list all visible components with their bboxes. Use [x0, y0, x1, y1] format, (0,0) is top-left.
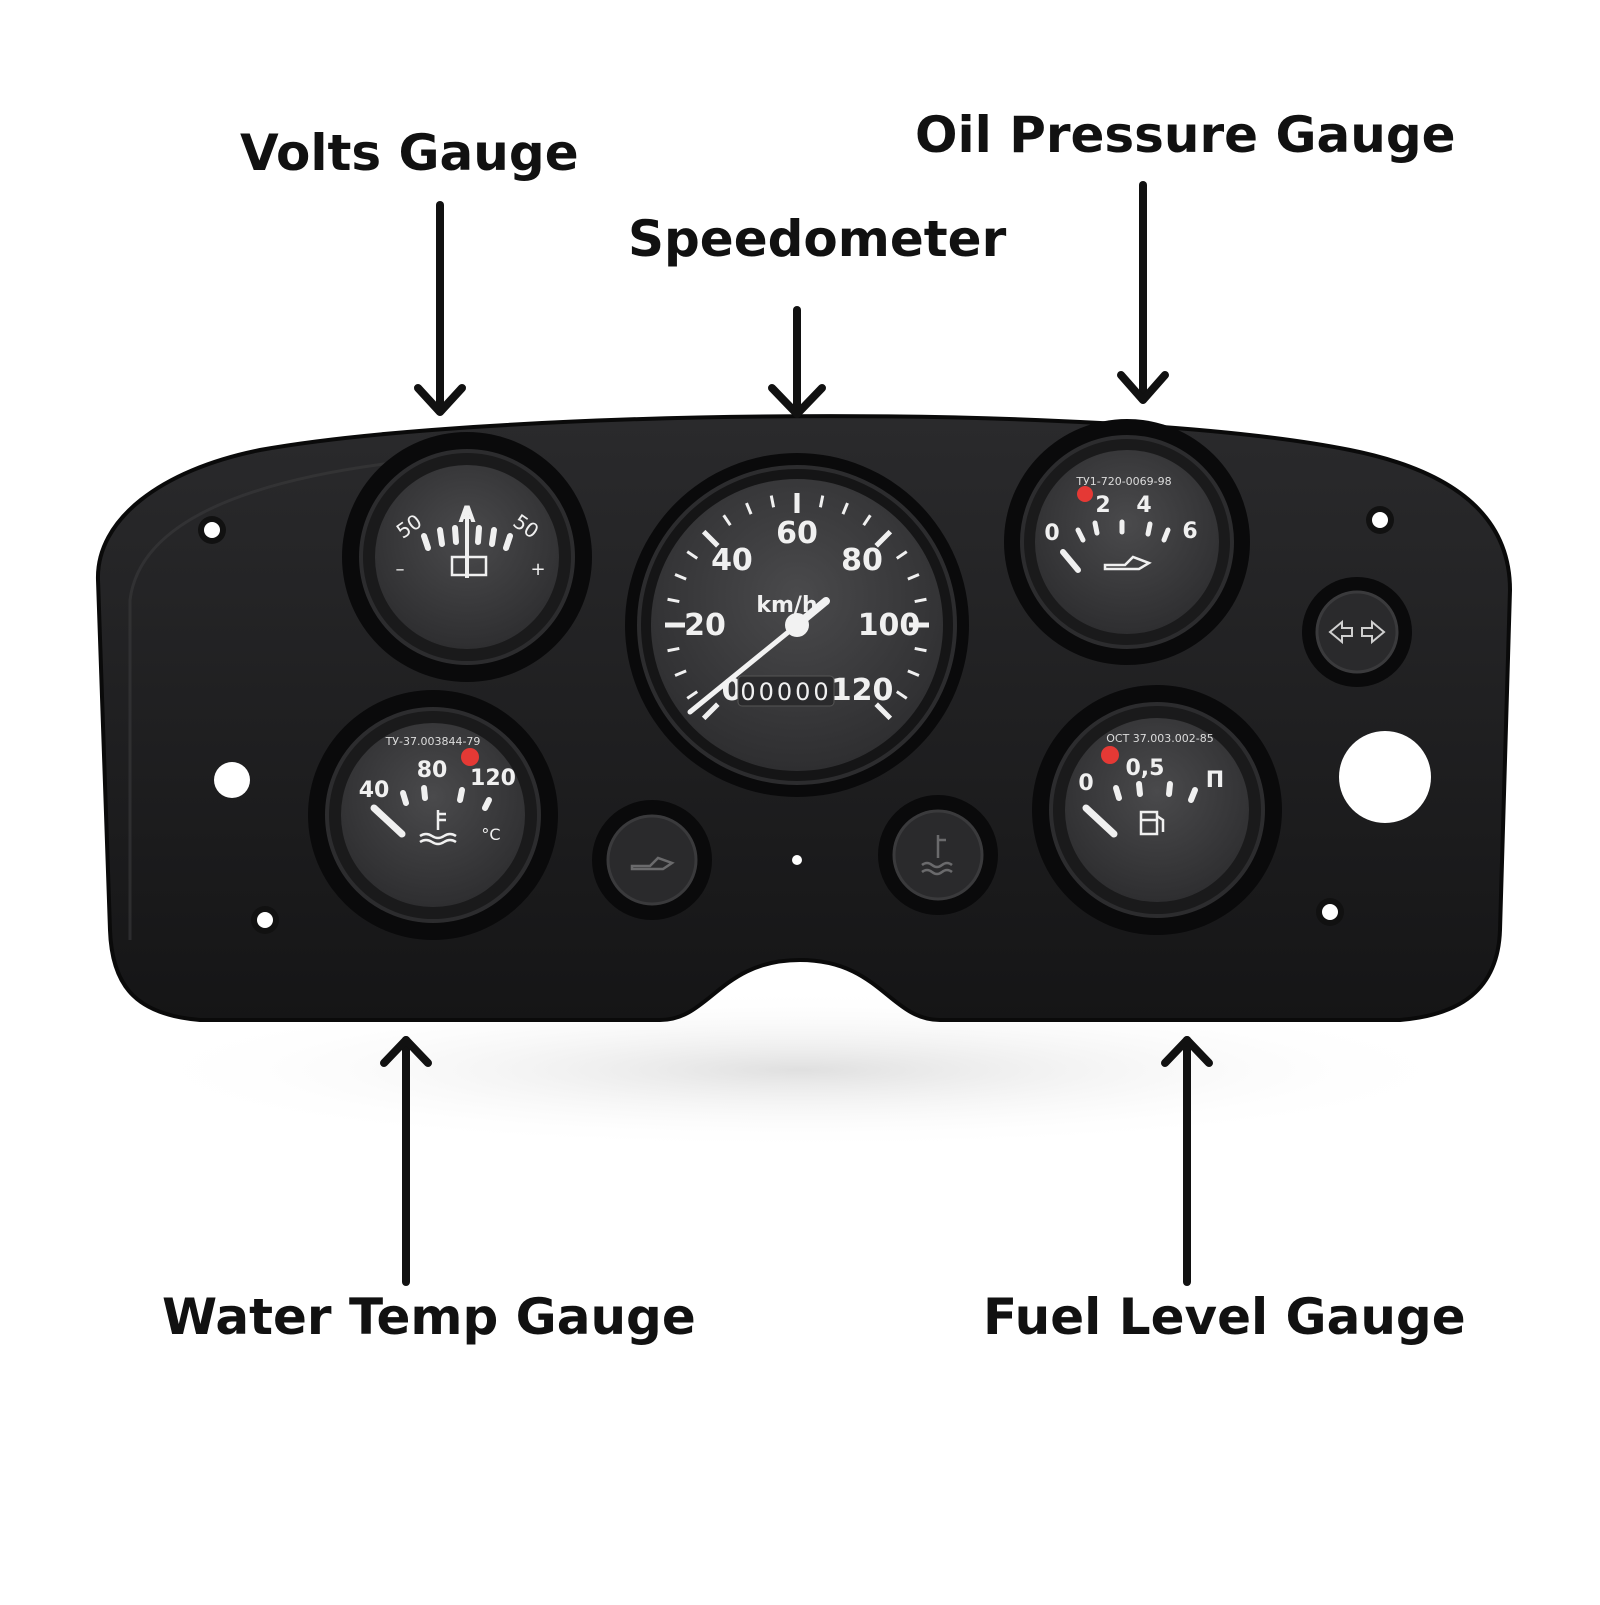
speedometer-label: 120 — [831, 673, 894, 708]
oil-needle — [1060, 549, 1081, 573]
speedometer-label: 40 — [711, 543, 753, 578]
speedometer-tick — [895, 550, 908, 560]
speedometer-tick — [722, 514, 732, 527]
callout-arrows — [380, 181, 1213, 1286]
label-fuel-level-gauge: Fuel Level Gauge — [983, 1288, 1466, 1346]
oil-tick-4: 4 — [1136, 493, 1151, 518]
speedometer-tick — [914, 597, 927, 604]
odometer: 00000 — [740, 678, 831, 706]
oil-warning-dot — [1077, 486, 1093, 502]
oil-serial: ТУ1-720-0069-98 — [1075, 475, 1171, 488]
speedometer-tick — [874, 702, 893, 721]
speedometer-label: 20 — [684, 608, 726, 643]
speedometer-label: 100 — [858, 608, 921, 643]
speedometer-tick — [862, 514, 872, 527]
speedometer-tick — [874, 529, 893, 548]
temp-warning-lamp — [878, 795, 998, 915]
oil-tick-6: 6 — [1182, 519, 1197, 544]
speedometer-label: 60 — [776, 516, 818, 551]
speedometer-tick — [841, 502, 849, 515]
speedometer-tick — [818, 495, 825, 508]
fuel-warning-dot — [1101, 746, 1119, 764]
oil-can-icon — [1103, 555, 1152, 571]
ammeter-minus: – — [396, 559, 405, 580]
oil-pressure-gauge: ТУ1-720-0069-98 0 2 4 6 — [1004, 419, 1250, 665]
speedometer-tick — [686, 550, 699, 560]
ammeter-plus: + — [530, 559, 545, 580]
mounting-holes — [198, 506, 1431, 934]
water-temp-gauge: ТУ-37.003844-79 40 80 120 °C — [308, 690, 558, 940]
fuel-level-gauge: ОСТ 37.003.002-85 0 0,5 П — [1032, 685, 1282, 935]
oil-lamp-icon — [630, 856, 675, 871]
speedometer-ticks — [665, 493, 929, 721]
speedometer-tick — [895, 690, 908, 700]
reflection — [120, 990, 1480, 1150]
temp-lamp-icon — [921, 835, 953, 876]
temp-warning-dot — [461, 748, 479, 766]
fuel-pump-icon — [1139, 810, 1165, 836]
turn-indicator-lamp — [1302, 577, 1412, 687]
turn-left-arrow-icon — [1328, 619, 1353, 645]
volts-gauge: 50 50 A – + — [342, 432, 592, 682]
speedometer-needle — [687, 622, 800, 715]
speedometer-tick — [907, 669, 920, 677]
thermometer-icon — [419, 810, 457, 846]
temp-needle — [370, 804, 406, 838]
fuel-serial: ОСТ 37.003.002-85 — [1106, 732, 1214, 745]
speedometer-tick — [674, 573, 687, 581]
speedometer-tick — [674, 669, 687, 677]
fuel-tick-half: 0,5 — [1126, 756, 1165, 781]
oil-tick-0: 0 — [1044, 521, 1059, 546]
temp-serial: ТУ-37.003844-79 — [385, 735, 481, 748]
label-oil-pressure-gauge: Oil Pressure Gauge — [915, 106, 1456, 164]
fuel-tick-empty: 0 — [1078, 771, 1093, 796]
speedometer-label: 80 — [841, 543, 883, 578]
label-volts-gauge: Volts Gauge — [240, 124, 579, 182]
speedometer-tick — [769, 495, 776, 508]
speedometer-tick — [745, 502, 753, 515]
temp-tick-80: 80 — [417, 758, 448, 783]
temp-unit: °C — [481, 825, 500, 844]
oil-tick-2: 2 — [1095, 493, 1110, 518]
temp-tick-120: 120 — [470, 766, 516, 791]
label-water-temp-gauge: Water Temp Gauge — [162, 1288, 696, 1346]
label-speedometer: Speedometer — [628, 210, 1007, 268]
temp-tick-40: 40 — [359, 778, 390, 803]
speedometer-tick — [667, 597, 680, 604]
speedometer-tick — [914, 646, 927, 653]
speedometer-tick — [686, 690, 699, 700]
fuel-needle — [1082, 804, 1118, 838]
speedometer-tick — [701, 529, 720, 548]
speedometer-tick — [907, 573, 920, 581]
speedometer-tick — [667, 646, 680, 653]
fuel-tick-full: П — [1206, 768, 1224, 793]
speedometer-tick — [701, 702, 720, 721]
oil-warning-lamp — [592, 800, 712, 920]
turn-right-arrow-icon — [1361, 619, 1386, 645]
